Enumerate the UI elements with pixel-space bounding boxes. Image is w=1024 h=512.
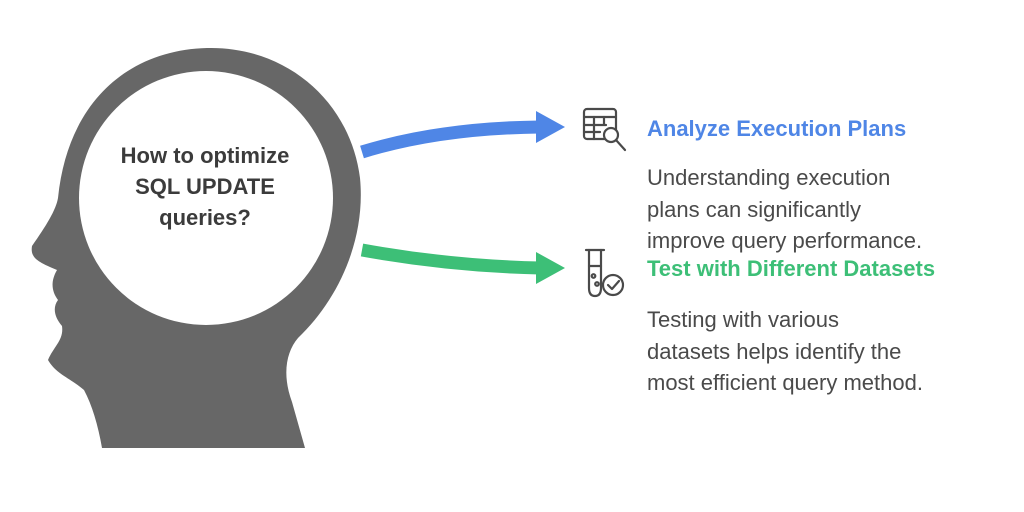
table-search-icon: [582, 107, 627, 152]
title-test-different-datasets: Test with Different Datasets: [647, 256, 936, 281]
description-test-different-datasets: Testing with various datasets helps iden…: [647, 307, 923, 395]
thought-circle: [79, 71, 333, 325]
arrow-to-execution-plans: [360, 120, 541, 159]
arrowhead-blue: [536, 111, 565, 143]
description-analyze-execution-plans: Understanding execution plans can signif…: [647, 165, 923, 253]
test-tube-check-icon: [584, 248, 625, 298]
arrow-to-test-datasets: [360, 243, 541, 275]
central-question: How to optimize SQL UPDATE queries?: [120, 143, 290, 230]
title-analyze-execution-plans: Analyze Execution Plans: [647, 116, 907, 141]
arrowhead-green: [536, 252, 565, 284]
